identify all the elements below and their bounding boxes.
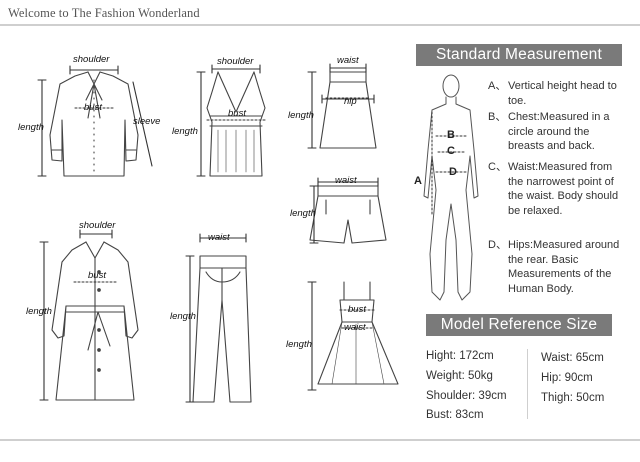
measurement-key-c: C、 bbox=[488, 161, 507, 173]
model-weight: Weight: 50kg bbox=[426, 370, 493, 382]
model-shoulder: Shoulder: 39cm bbox=[426, 390, 507, 402]
model-hip: Hip: 90cm bbox=[541, 372, 593, 384]
coat-bust-label: bust bbox=[88, 270, 106, 281]
shirt-sleeve-label: sleeve bbox=[133, 116, 161, 127]
skirt-length-label: length bbox=[288, 110, 314, 121]
measurement-item-c: C、 Waist:Measured from the narrowest poi… bbox=[488, 160, 620, 218]
measurement-text-b: Chest:Measured in a circle around the br… bbox=[508, 111, 610, 152]
measurement-item-b: B、 Chest:Measured in a circle around the… bbox=[488, 110, 620, 154]
pants-length-label: length bbox=[170, 311, 196, 322]
shirt-drawing bbox=[49, 71, 139, 177]
shorts-waist-label: waist bbox=[335, 175, 357, 186]
model-thigh: Thigh: 50cm bbox=[541, 392, 605, 404]
pants-waist-label: waist bbox=[208, 232, 230, 243]
shorts-length-label: length bbox=[290, 208, 316, 219]
model-waist: Waist: 65cm bbox=[541, 352, 604, 364]
body-figure bbox=[423, 74, 479, 301]
vest-drawing bbox=[206, 71, 266, 177]
page-title: Welcome to The Fashion Wonderland bbox=[8, 6, 200, 20]
skirt-hip-label: hip bbox=[344, 96, 357, 107]
title-divider bbox=[0, 24, 640, 26]
figure-label-d: D bbox=[449, 166, 457, 178]
measurement-text-a: Vertical height head to toe. bbox=[508, 80, 617, 107]
bottom-divider bbox=[0, 439, 640, 441]
model-reference-banner: Model Reference Size bbox=[426, 314, 612, 336]
model-divider bbox=[527, 349, 528, 419]
figure-label-a: A bbox=[414, 175, 422, 187]
measurement-item-d: D、 Hips:Measured around the rear. Basic … bbox=[488, 238, 620, 296]
dress-drawing bbox=[317, 281, 399, 385]
measurement-key-a: A、 bbox=[488, 80, 507, 92]
measurement-key-d: D、 bbox=[488, 239, 507, 251]
dress-waist-label: waist bbox=[344, 322, 366, 333]
vest-bust-label: bust bbox=[228, 108, 246, 119]
skirt-drawing bbox=[319, 71, 377, 149]
vest-shoulder-label: shoulder bbox=[217, 56, 254, 67]
dress-bust-label: bust bbox=[348, 304, 366, 315]
coat-length-label: length bbox=[26, 306, 52, 317]
pants-drawing bbox=[192, 255, 252, 403]
figure-label-b: B bbox=[447, 129, 455, 141]
coat-shoulder-label: shoulder bbox=[79, 220, 116, 231]
measurement-key-b: B、 bbox=[488, 111, 507, 123]
shorts-drawing bbox=[309, 185, 387, 244]
measurement-text-c: Waist:Measured from the narrowest point … bbox=[508, 161, 619, 217]
coat-drawing bbox=[51, 241, 139, 401]
model-bust: Bust: 83cm bbox=[426, 409, 484, 421]
skirt-waist-label: waist bbox=[337, 55, 359, 66]
figure-label-c: C bbox=[447, 145, 455, 157]
measurement-item-a: A、 Vertical height head to toe. bbox=[488, 79, 620, 108]
shirt-shoulder-label: shoulder bbox=[73, 54, 110, 65]
vest-length-label: length bbox=[172, 126, 198, 137]
shirt-bust-label: bust bbox=[84, 102, 102, 113]
model-height: Hight: 172cm bbox=[426, 350, 494, 362]
measurement-text-d: Hips:Measured around the rear. Basic Mea… bbox=[508, 239, 620, 295]
dress-length-label: length bbox=[286, 339, 312, 350]
shirt-length-label: length bbox=[18, 122, 44, 133]
standard-measurement-banner: Standard Measurement bbox=[416, 44, 622, 66]
